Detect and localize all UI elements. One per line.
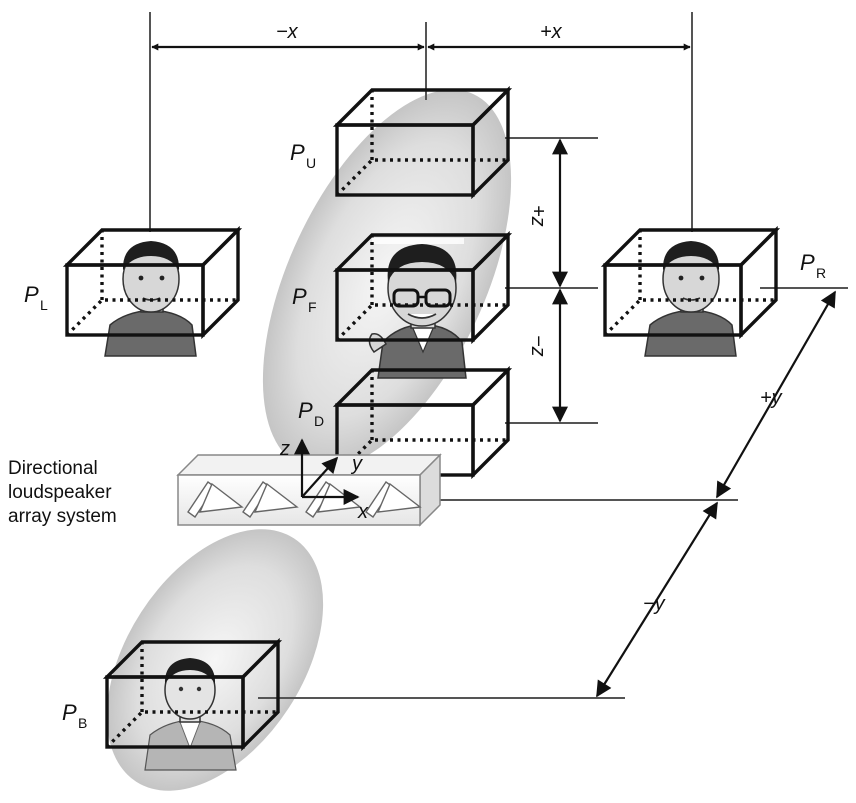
- person-pl: [104, 241, 197, 357]
- svg-text:P: P: [290, 140, 305, 165]
- neg-y-label: −y: [643, 593, 666, 615]
- lower-beam-ellipse: [106, 529, 324, 791]
- svg-text:P: P: [62, 700, 77, 725]
- svg-text:L: L: [40, 297, 48, 313]
- array-label-line-3: array system: [8, 506, 117, 527]
- svg-text:B: B: [78, 715, 87, 731]
- svg-text:P: P: [298, 398, 313, 423]
- svg-text:R: R: [816, 265, 826, 281]
- axis-y-label: y: [350, 453, 363, 475]
- speaker-4: [365, 481, 422, 518]
- pos-x-label: +x: [540, 21, 563, 43]
- speaker-2: [242, 481, 299, 518]
- axis-z-label: z: [279, 438, 290, 460]
- person-pr: [644, 241, 737, 357]
- neg-z-label: −z: [527, 335, 549, 357]
- box-pb: [102, 637, 283, 771]
- label-pu: P U: [290, 140, 316, 171]
- pos-z-label: +z: [527, 205, 549, 227]
- svg-text:P: P: [24, 282, 39, 307]
- svg-text:P: P: [292, 284, 307, 309]
- label-pf: P F: [292, 284, 317, 315]
- upper-beam-ellipse: [262, 89, 512, 471]
- label-pb: P B: [62, 700, 87, 731]
- box-pl: [62, 225, 243, 357]
- label-pd: P D: [298, 398, 324, 429]
- pos-y-label: +y: [760, 387, 783, 409]
- svg-text:F: F: [308, 299, 317, 315]
- speaker-1: [187, 481, 244, 518]
- array-label-line-2: loudspeaker: [8, 482, 112, 503]
- box-pr: [600, 225, 781, 357]
- neg-y-arrow: [596, 501, 718, 698]
- axis-x-label: x: [357, 501, 369, 523]
- neg-x-label: −x: [276, 21, 299, 43]
- array-label-line-1: Directional: [8, 458, 98, 479]
- svg-text:U: U: [306, 155, 316, 171]
- svg-text:D: D: [314, 413, 324, 429]
- svg-text:P: P: [800, 250, 815, 275]
- local-axes: [294, 438, 360, 505]
- box-pu: [332, 85, 513, 200]
- pos-y-arrow: [716, 290, 836, 499]
- label-pl: P L: [24, 282, 48, 313]
- box-pf: [332, 230, 513, 379]
- label-pr: P R: [800, 250, 826, 281]
